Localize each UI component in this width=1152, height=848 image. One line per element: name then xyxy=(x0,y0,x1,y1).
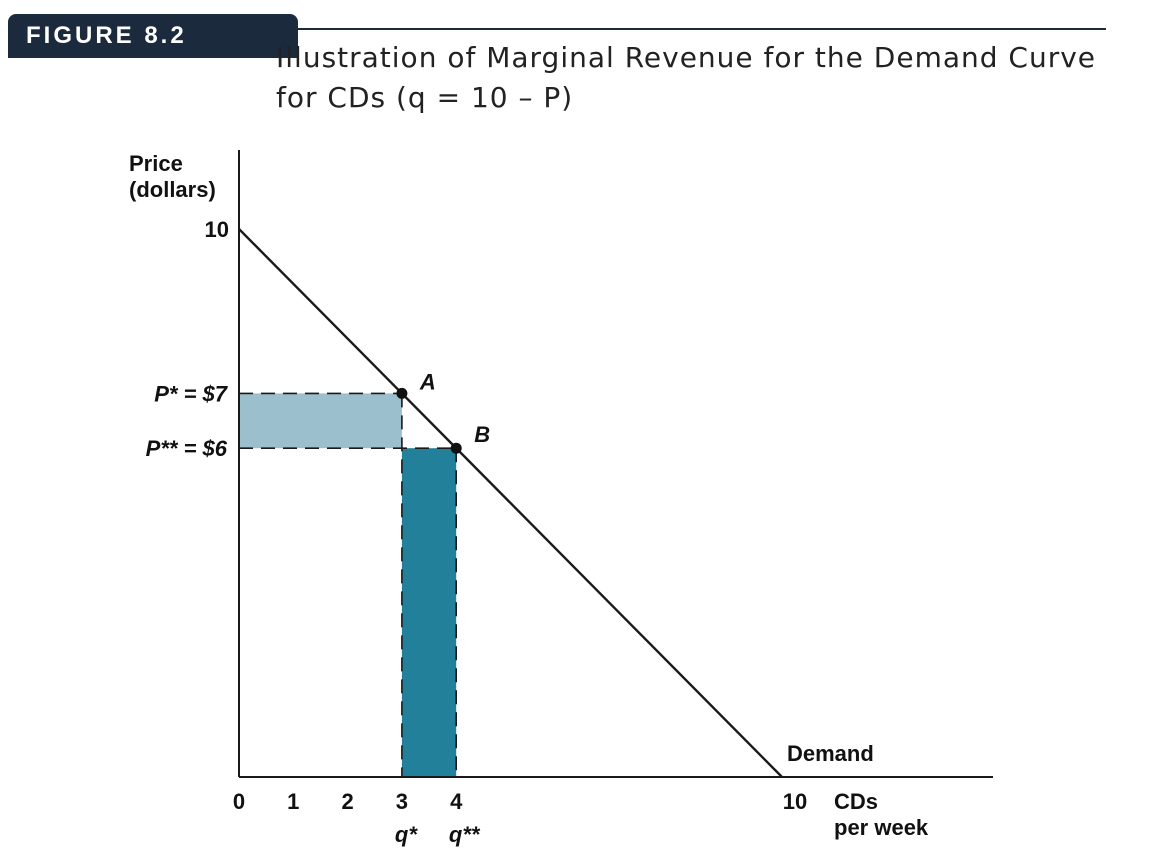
demand-curve-label: Demand xyxy=(787,741,874,766)
figure-badge: FIGURE 8.2 xyxy=(8,14,298,58)
price-label-p-double-star: P** = $6 xyxy=(146,436,228,461)
y-tick-label-10: 10 xyxy=(205,217,229,242)
figure-title: Illustration of Marginal Revenue for the… xyxy=(276,38,1116,118)
revenue-loss-region xyxy=(239,393,402,449)
point-a xyxy=(396,387,408,399)
y-axis-title-line-1: Price xyxy=(129,151,183,176)
x-tick-label-10: 10 xyxy=(783,789,807,814)
demand-curve xyxy=(238,228,783,778)
x-axis-title-line-2: per week xyxy=(834,815,929,840)
header-rule xyxy=(298,28,1106,30)
x-tick-label-2: 2 xyxy=(341,789,353,814)
quantity-label-q-star: q* xyxy=(395,822,418,847)
figure-title-line-2: for CDs (q = 10 – P) xyxy=(276,81,574,114)
y-axis-title-line-2: (dollars) xyxy=(129,177,216,202)
revenue-gain-region xyxy=(401,448,457,777)
quantity-label-q-double-star: q** xyxy=(449,822,481,847)
x-tick-label-3: 3 xyxy=(396,789,408,814)
point-label-b: B xyxy=(474,422,490,447)
x-tick-label-0: 0 xyxy=(233,789,245,814)
x-tick-label-1: 1 xyxy=(287,789,299,814)
figure-number: FIGURE 8.2 xyxy=(26,22,187,49)
figure-title-line-1: Illustration of Marginal Revenue for the… xyxy=(276,41,1097,74)
x-tick-label-4: 4 xyxy=(450,789,463,814)
point-label-a: A xyxy=(419,369,436,394)
point-b xyxy=(450,442,462,454)
x-axis-title-line-1: CDs xyxy=(834,789,878,814)
price-label-p-star: P* = $7 xyxy=(154,381,229,406)
